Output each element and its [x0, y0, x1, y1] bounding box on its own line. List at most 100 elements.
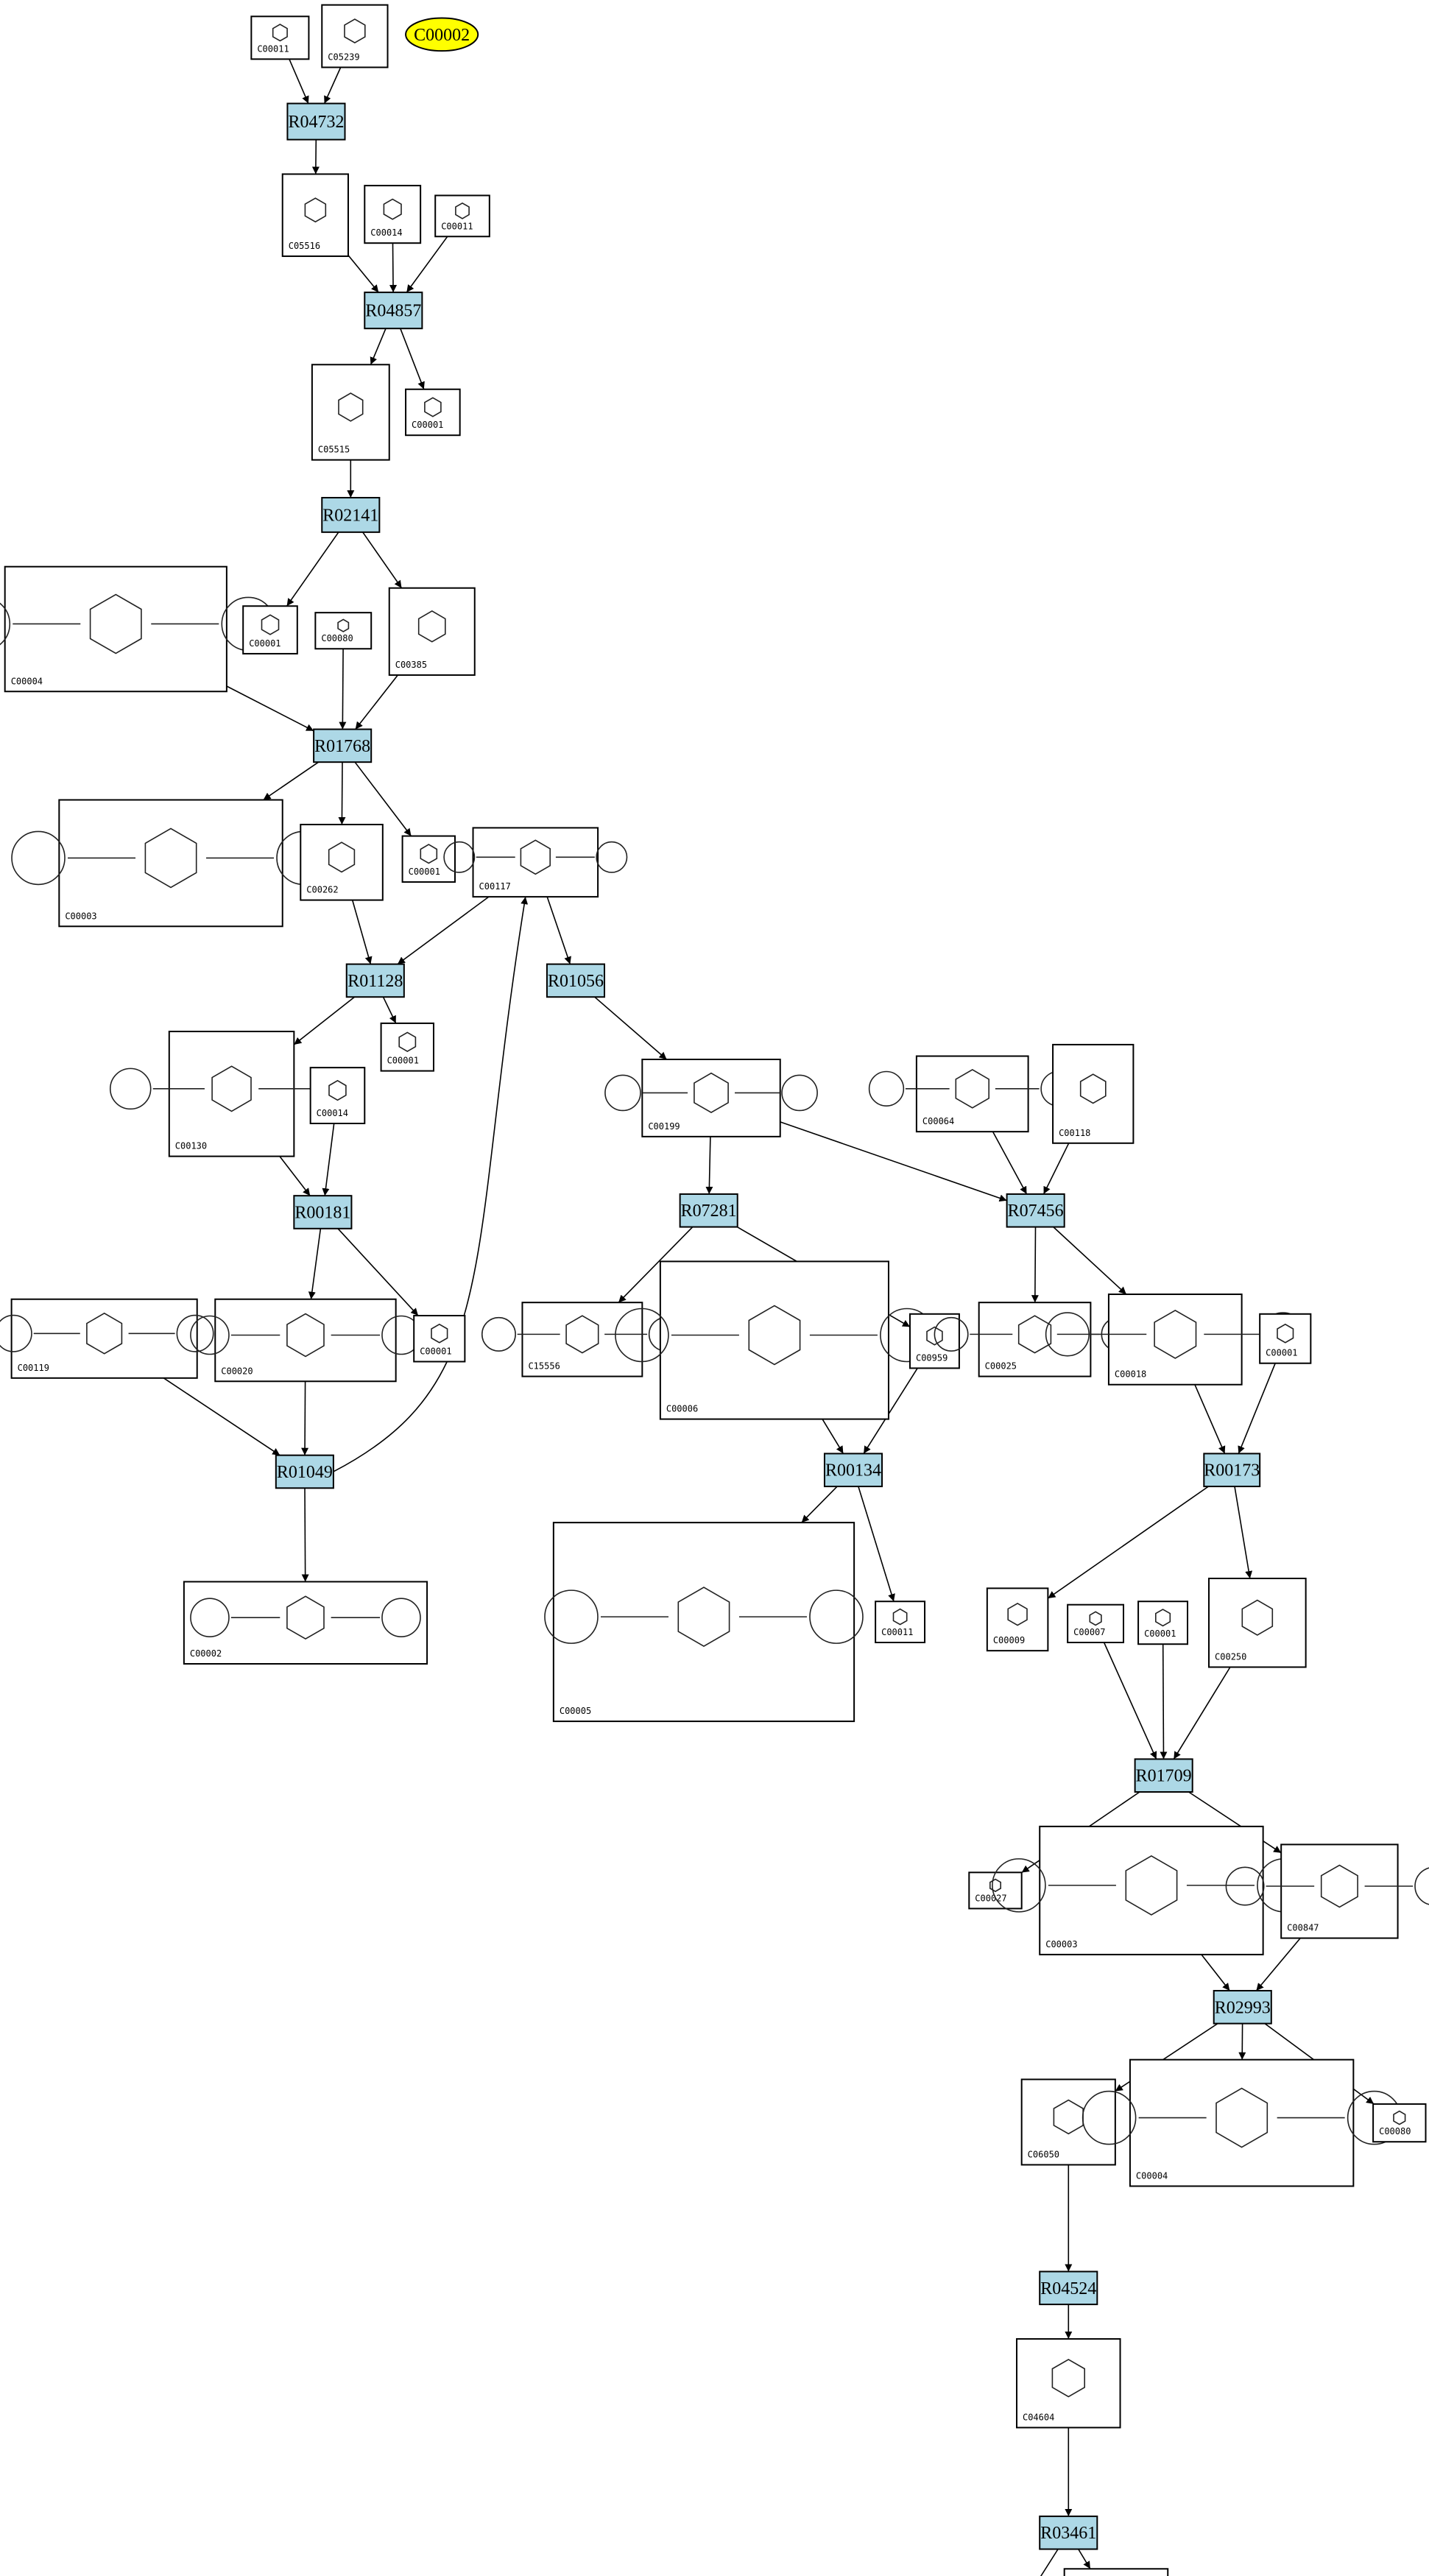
compound-node-c00027[interactable]: C00027	[968, 1871, 1023, 1910]
edge-arrow	[400, 328, 425, 389]
compound-node-c15556[interactable]: C15556	[481, 1302, 683, 1377]
compound-node-c04604[interactable]: C04604	[1015, 2337, 1121, 2429]
node-label: C04604	[1023, 2412, 1054, 2422]
compound-node-c05239[interactable]: C05239	[321, 4, 389, 68]
compound-node-c00007[interactable]: C00007	[1067, 1603, 1125, 1644]
compound-node-c00080[interactable]: C00080	[314, 612, 373, 650]
node-label: C05515	[318, 445, 350, 455]
reaction-box	[1006, 1193, 1065, 1228]
compound-node-c00959[interactable]: C00959	[908, 1313, 960, 1369]
compound-box	[641, 1058, 781, 1137]
compound-node-c00250[interactable]: C00250	[1208, 1577, 1307, 1668]
reaction-node-r00134[interactable]: R00134	[823, 1453, 883, 1488]
compound-node-c00025[interactable]: C00025	[934, 1302, 1136, 1377]
compound-node-c01270[interactable]: C01270	[1063, 2568, 1169, 2576]
edge-arrow	[397, 896, 490, 965]
compound-node-c05516[interactable]: C05516	[281, 173, 349, 258]
compound-node-c00009[interactable]: C00009	[986, 1587, 1049, 1652]
reaction-node-r01056[interactable]: R01056	[546, 963, 606, 998]
reaction-node-r02141[interactable]: R02141	[321, 496, 381, 533]
compound-node-c00117[interactable]: C00117	[443, 827, 628, 898]
compound-node-c00005[interactable]: C00005	[544, 1522, 864, 1723]
structure-ring-icon	[381, 1598, 421, 1638]
compound-node-c00014[interactable]: C00014	[364, 185, 422, 244]
node-label: C00130	[175, 1141, 207, 1151]
compound-node-c00130[interactable]: C00130	[109, 1031, 354, 1157]
node-label: R04857	[365, 302, 421, 321]
compound-node-c05515[interactable]: C05515	[311, 364, 390, 461]
compound-node-c00064[interactable]: C00064	[868, 1055, 1076, 1133]
edge-arrow	[406, 236, 448, 293]
structure-ring-icon	[955, 1068, 989, 1109]
compound-box	[311, 364, 390, 461]
compound-node-c00001[interactable]: C00001	[1259, 1313, 1312, 1364]
compound-node-c00003[interactable]: C00003	[11, 799, 331, 928]
compound-node-c00385[interactable]: C00385	[388, 587, 476, 676]
reaction-node-r07281[interactable]: R07281	[679, 1193, 738, 1228]
compound-node-c00001[interactable]: C00001	[405, 388, 461, 437]
reaction-node-r01049[interactable]: R01049	[275, 1454, 334, 1489]
node-label: C00250	[1215, 1651, 1246, 1662]
compound-node-c00001[interactable]: C00001	[1137, 1601, 1189, 1645]
compound-node-c00847[interactable]: C00847	[1225, 1843, 1429, 1939]
node-label: R03461	[1040, 2524, 1096, 2543]
reaction-node-r03461[interactable]: R03461	[1039, 2515, 1098, 2550]
compound-box	[183, 1581, 428, 1665]
node-label: C00001	[409, 867, 440, 877]
node-label: C00007	[1073, 1627, 1105, 1637]
compound-node-c00003[interactable]: C00003	[992, 1825, 1311, 1955]
compound-box	[405, 388, 461, 437]
compound-node-c00262[interactable]: C00262	[300, 823, 384, 901]
compound-node-c06050[interactable]: C06050	[1020, 2078, 1116, 2166]
reaction-node-r01709[interactable]: R01709	[1134, 1758, 1193, 1793]
compound-box	[915, 1055, 1029, 1133]
compound-node-c00011[interactable]: C00011	[250, 15, 310, 60]
reaction-node-r07456[interactable]: R07456	[1006, 1193, 1065, 1228]
structure-ring-icon	[1277, 1323, 1294, 1344]
compound-node-c00014[interactable]: C00014	[309, 1067, 366, 1125]
compound-node-c00001[interactable]: C00001	[413, 1315, 466, 1363]
edge-arrow	[226, 685, 314, 732]
reaction-node-r00181[interactable]: R00181	[293, 1195, 353, 1229]
reaction-node-r01128[interactable]: R01128	[345, 963, 405, 998]
reaction-node-r04857[interactable]: R04857	[364, 292, 423, 330]
compound-node-c00080[interactable]: C00080	[1372, 2103, 1427, 2143]
reaction-node-r04732[interactable]: R04732	[286, 102, 346, 141]
compound-node-c00004[interactable]: C00004	[0, 565, 276, 693]
node-label: R04524	[1040, 2279, 1096, 2298]
compound-node-c00006[interactable]: C00006	[615, 1260, 934, 1420]
compound-node-c00001[interactable]: C00001	[242, 605, 298, 654]
edge-arrow	[1078, 2549, 1091, 2569]
compound-box	[1259, 1313, 1312, 1364]
node-label: R04732	[288, 113, 344, 132]
compound-node-c00002[interactable]: C00002	[183, 1581, 428, 1665]
node-label: R01056	[548, 972, 604, 991]
reaction-node-r02993[interactable]: R02993	[1213, 1989, 1272, 2025]
compound-node-c00011[interactable]: C00011	[875, 1601, 926, 1644]
node-label: C00001	[412, 420, 443, 430]
compound-node-c00118[interactable]: C00118	[1052, 1043, 1135, 1144]
compound-node-c00011[interactable]: C00011	[434, 194, 490, 238]
edge-arrow	[546, 896, 571, 964]
reaction-node-r04524[interactable]: R04524	[1039, 2270, 1098, 2306]
reaction-node-r01768[interactable]: R01768	[313, 728, 373, 763]
edge-arrow	[263, 761, 320, 801]
structure-ring-icon	[0, 1314, 32, 1352]
edge-arrow	[311, 139, 320, 174]
compound-node-c00199[interactable]: C00199	[604, 1058, 818, 1137]
edge-arrow	[780, 1121, 1007, 1202]
edge-arrow	[279, 1156, 311, 1196]
compound-box	[552, 1522, 855, 1723]
reaction-node-r00173[interactable]: R00173	[1203, 1453, 1261, 1488]
compound-node-c00018[interactable]: C00018	[1045, 1294, 1305, 1386]
compound-node-c00001[interactable]: C00001	[380, 1022, 434, 1072]
compound-node-c00020[interactable]: C00020	[190, 1298, 421, 1383]
compound-node-c00001[interactable]: C00001	[401, 835, 456, 883]
compound-node-c00004[interactable]: C00004	[1082, 2058, 1402, 2187]
structure-ring-icon	[1082, 2090, 1137, 2145]
node-label: C00001	[420, 1346, 451, 1356]
edge-arrow	[333, 897, 529, 1472]
compound-node-c00119[interactable]: C00119	[0, 1298, 214, 1379]
node-label: C05516	[289, 241, 320, 251]
compound-node-c00002[interactable]: C00002	[405, 17, 479, 52]
